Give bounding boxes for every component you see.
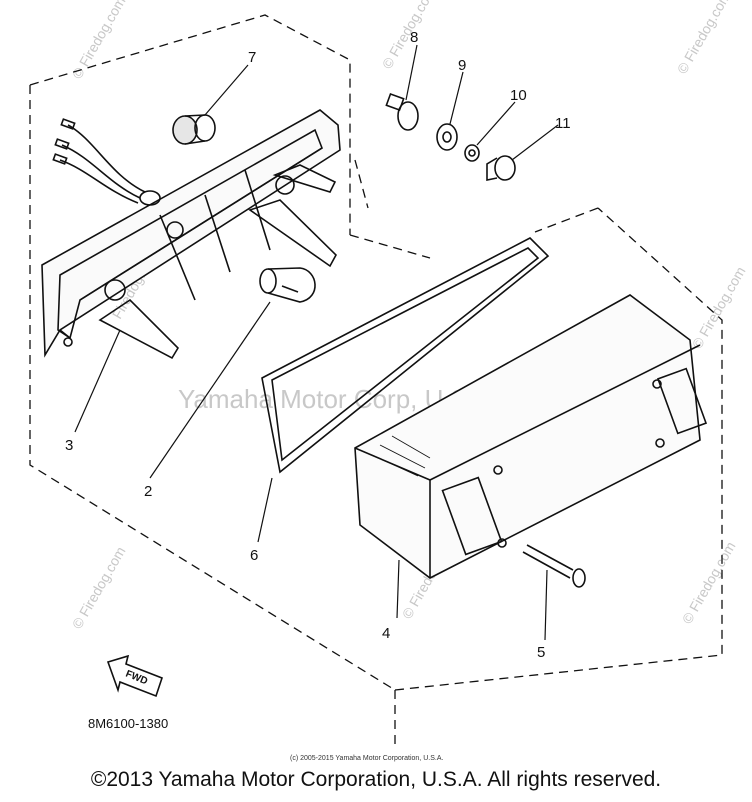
watermark-site: © Firedog.com — [69, 544, 129, 632]
housing-base — [41, 109, 341, 360]
callout-5: 5 — [537, 644, 545, 661]
footer-copyright: ©2013 Yamaha Motor Corporation, U.S.A. A… — [90, 768, 662, 791]
hardware-parts — [385, 92, 516, 181]
callout-3: 3 — [65, 437, 73, 454]
lens-part — [354, 294, 708, 579]
grommet-part — [172, 114, 216, 145]
callout-2: 2 — [144, 483, 152, 500]
callout-7: 7 — [248, 49, 256, 66]
callout-9: 9 — [458, 57, 466, 74]
diagram-code: 8M6100-1380 — [88, 716, 168, 731]
watermark-site: © Firedog.com — [379, 0, 439, 71]
callout-10: 10 — [510, 87, 527, 104]
watermark-site: © Firedog.com — [689, 264, 749, 352]
watermark-site: © Firedog.com — [679, 539, 739, 627]
callout-6: 6 — [250, 547, 258, 564]
callout-11: 11 — [555, 115, 571, 132]
watermark-site: © Firedog.com — [69, 0, 129, 81]
leader-lines — [74, 44, 559, 641]
screw-part — [522, 544, 586, 588]
dashed-outline — [29, 14, 723, 750]
fine-print: (c) 2005-2015 Yamaha Motor Corporation, … — [290, 755, 443, 762]
watermark-site: © Firedog.com — [674, 0, 734, 76]
fwd-arrow-icon: FWD — [106, 654, 163, 698]
bulb-part — [259, 267, 316, 303]
callout-8: 8 — [410, 29, 418, 46]
gasket-part — [261, 237, 550, 474]
callout-4: 4 — [382, 625, 390, 642]
